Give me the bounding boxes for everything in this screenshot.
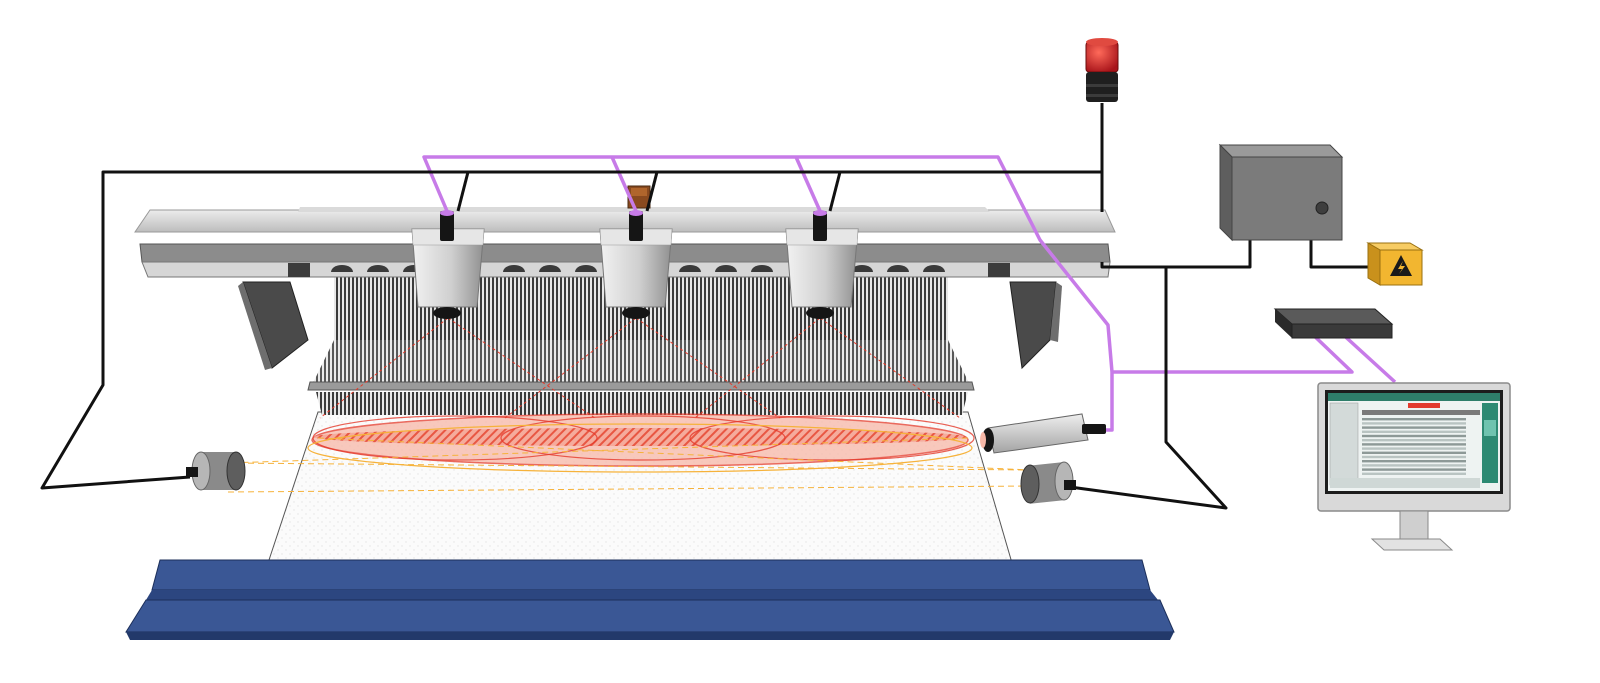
screen-row bbox=[1362, 447, 1466, 450]
beam-hole bbox=[539, 265, 561, 272]
screen-row bbox=[1362, 422, 1466, 425]
loom-beam bbox=[134, 207, 1116, 278]
beam-hole bbox=[923, 265, 945, 272]
beam-hole bbox=[367, 265, 389, 272]
camera-view-lines bbox=[319, 317, 961, 419]
control-box bbox=[1218, 143, 1344, 242]
screen-row bbox=[1362, 434, 1466, 438]
screen-row bbox=[1362, 460, 1466, 463]
screen-row bbox=[1362, 451, 1466, 454]
power-cables bbox=[40, 103, 1368, 510]
screen-row bbox=[1362, 455, 1466, 459]
beam-hole bbox=[503, 265, 525, 272]
warp-reed bbox=[312, 275, 970, 415]
warning-light bbox=[1085, 38, 1119, 102]
network-switch bbox=[1273, 308, 1394, 339]
beam-hole bbox=[715, 265, 737, 272]
sensor-light-beams bbox=[227, 437, 1031, 493]
camera-1[interactable] bbox=[411, 210, 485, 319]
screen-row bbox=[1362, 472, 1466, 475]
beam-hole bbox=[887, 265, 909, 272]
side-camera[interactable] bbox=[980, 413, 1106, 454]
screen-row bbox=[1362, 430, 1466, 433]
screen-row bbox=[1362, 443, 1466, 446]
screen-row bbox=[1362, 418, 1466, 421]
network-cables bbox=[422, 155, 1397, 432]
sensor-left[interactable] bbox=[186, 451, 246, 491]
right-bracket bbox=[1009, 281, 1062, 370]
camera-3[interactable] bbox=[785, 210, 859, 319]
screen-table bbox=[1362, 418, 1466, 475]
beam-hole bbox=[575, 265, 597, 272]
monitor bbox=[1317, 382, 1511, 551]
sensor-right[interactable] bbox=[1020, 461, 1076, 504]
cloth-roller bbox=[125, 559, 1175, 640]
beam-hole bbox=[679, 265, 701, 272]
beam-hole bbox=[851, 265, 873, 272]
front-bar bbox=[307, 381, 975, 391]
screen-row bbox=[1362, 439, 1466, 442]
beam-hole bbox=[331, 265, 353, 272]
power-unit bbox=[1366, 242, 1424, 286]
high-voltage-warning-icon bbox=[1390, 255, 1412, 276]
screen-row bbox=[1362, 468, 1466, 471]
inspection-zone bbox=[307, 413, 975, 473]
screen-row bbox=[1362, 464, 1466, 467]
screen-row bbox=[1362, 426, 1466, 429]
monitor-screen bbox=[1328, 393, 1500, 491]
left-bracket bbox=[238, 281, 309, 370]
camera-2[interactable] bbox=[599, 210, 673, 319]
beam-hole bbox=[751, 265, 773, 272]
